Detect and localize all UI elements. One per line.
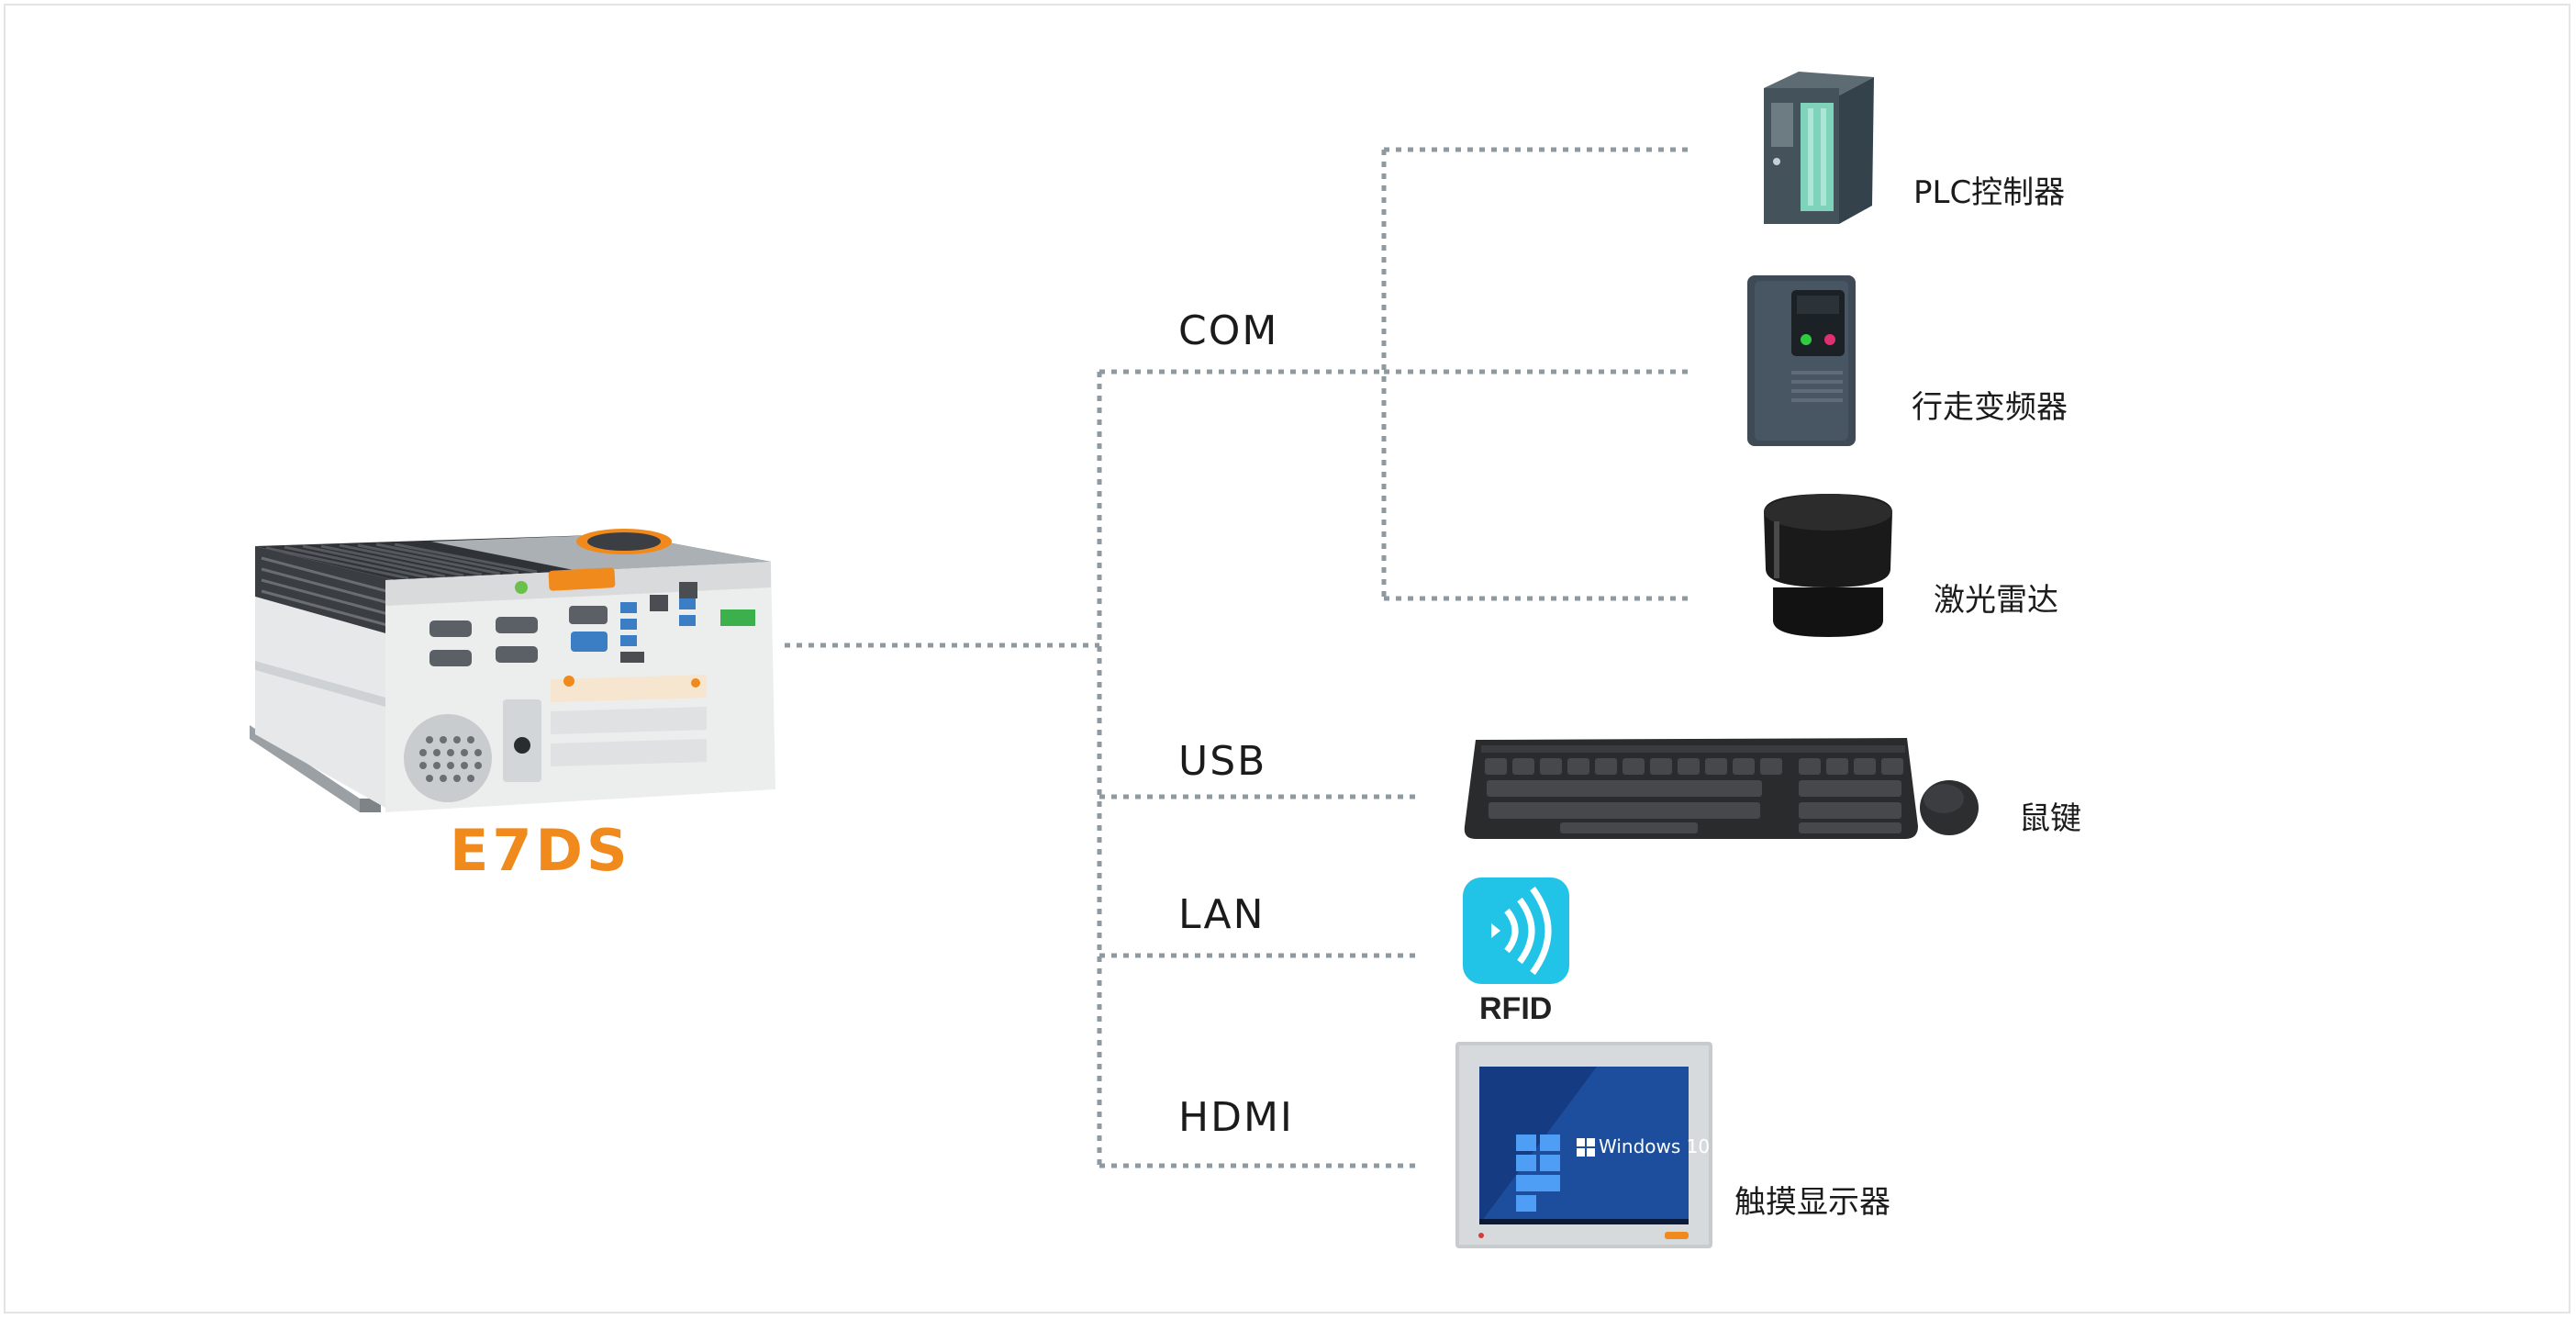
port-label-lan: LAN (1178, 891, 1266, 938)
connector-lines (785, 147, 1693, 1168)
plc-controller-image (1764, 72, 1874, 224)
touch-display-image: Windows 10 (1455, 1042, 1712, 1248)
inverter-image (1747, 275, 1856, 446)
main-device-name: E7DS (450, 817, 631, 884)
port-label-hdmi: HDMI (1178, 1094, 1294, 1141)
keyboard-mouse-image (1464, 738, 1979, 839)
device-label-lidar: 激光雷达 (1934, 582, 2058, 619)
port-label-com: COM (1178, 307, 1279, 354)
e7ds-computer-image (250, 529, 775, 812)
lidar-image (1764, 494, 1892, 637)
device-label-touch-display: 触摸显示器 (1734, 1184, 1890, 1221)
device-label-rfid: RFID (1479, 991, 1553, 1026)
device-label-inverter: 行走变频器 (1912, 389, 2068, 426)
display-screen-text: Windows 10 (1599, 1135, 1710, 1157)
port-label-usb: USB (1178, 738, 1267, 785)
diagram-frame (4, 4, 2570, 1313)
device-label-plc: PLC控制器 (1913, 174, 2066, 211)
rfid-icon (1463, 877, 1569, 984)
device-label-keyboard-mouse: 鼠键 (2019, 800, 2081, 837)
